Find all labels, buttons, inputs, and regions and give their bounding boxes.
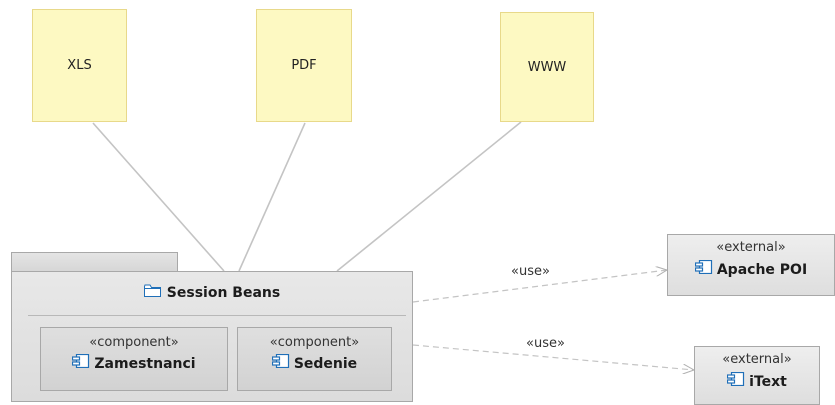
- component-sedenie[interactable]: «component» Sedenie: [237, 327, 392, 391]
- component-icon: [271, 353, 290, 373]
- external-name: iText: [749, 373, 787, 390]
- note-xls[interactable]: XLS: [32, 9, 127, 122]
- component-stereotype: «component»: [269, 335, 360, 350]
- use-dependency-itext: [412, 344, 694, 370]
- association-line-xls: [92, 122, 225, 272]
- component-icon: [72, 353, 90, 373]
- component-icon: [727, 371, 745, 391]
- association-line-pdf: [238, 122, 306, 272]
- component-name: Zamestnanci: [94, 355, 196, 372]
- association-line-www: [336, 121, 522, 272]
- package-title: Session Beans: [12, 284, 412, 301]
- package-separator: [28, 315, 406, 316]
- external-stereotype: «external»: [722, 352, 792, 367]
- external-stereotype: «external»: [716, 240, 786, 255]
- note-pdf[interactable]: PDF: [256, 9, 352, 122]
- use-label-apache-poi: «use»: [511, 264, 550, 279]
- component-name: Sedenie: [293, 355, 358, 372]
- package-name: Session Beans: [166, 284, 281, 301]
- note-pdf-label: PDF: [291, 58, 317, 73]
- external-apache-poi[interactable]: «external» Apache POI: [667, 234, 835, 296]
- note-xls-label: XLS: [67, 58, 92, 73]
- note-www[interactable]: WWW: [500, 12, 594, 122]
- component-stereotype: «component»: [89, 335, 179, 350]
- external-name: Apache POI: [716, 261, 808, 278]
- folder-icon: [143, 284, 161, 301]
- component-icon: [694, 259, 713, 279]
- package-tab: [11, 252, 178, 272]
- use-dependency-apache-poi: [412, 270, 667, 303]
- use-label-itext: «use»: [526, 336, 565, 351]
- component-zamestnanci[interactable]: «component» Zamestnanci: [40, 327, 228, 391]
- note-www-label: WWW: [527, 59, 567, 75]
- external-itext[interactable]: «external» iText: [694, 346, 820, 405]
- package-session-beans[interactable]: Session Beans «component» Zamestnanci «c…: [11, 271, 413, 402]
